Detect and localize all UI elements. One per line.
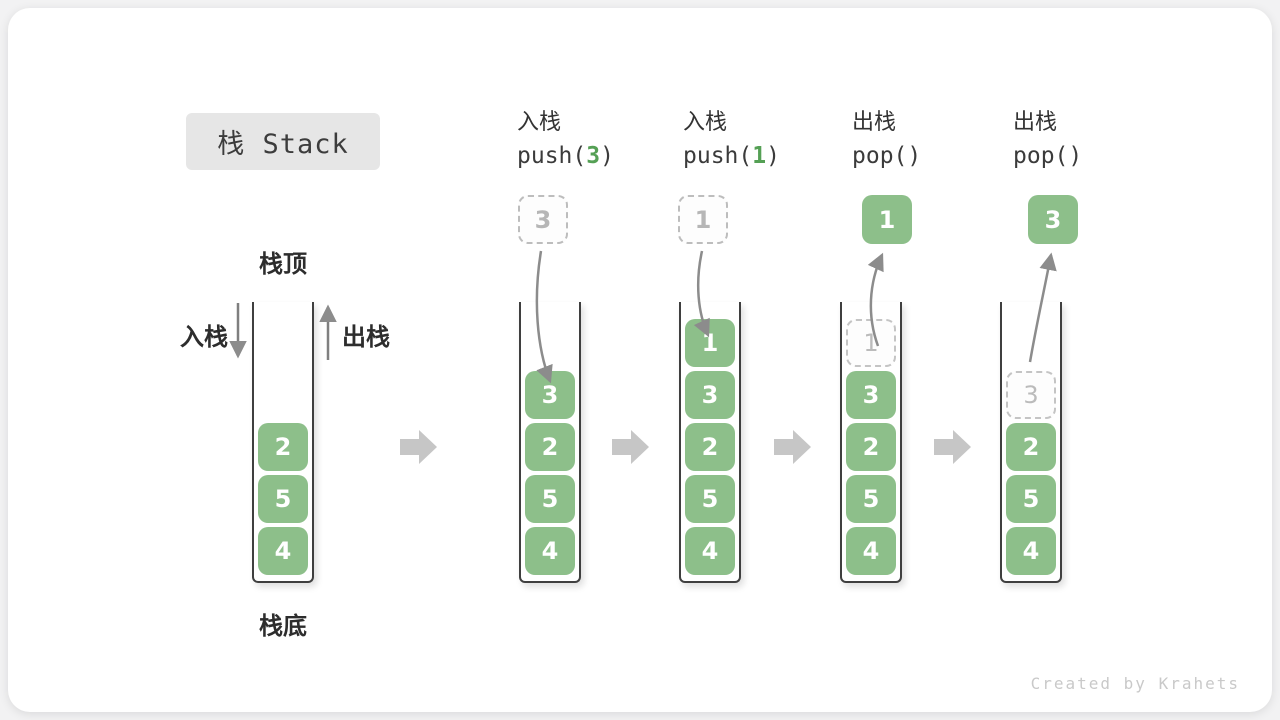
- step-chevron-icon: [400, 430, 437, 464]
- stack-item: 3: [685, 371, 735, 419]
- code-argument: 3: [586, 143, 601, 169]
- stack-top-label: 栈顶: [259, 250, 307, 278]
- push-value-box: 3: [518, 195, 568, 244]
- step-chevron-icon: [774, 430, 811, 464]
- stack-item: 1: [685, 319, 735, 367]
- stack-item-ghost: 1: [846, 319, 896, 367]
- stack-item: 4: [258, 527, 308, 575]
- step-code: pop(): [1013, 143, 1083, 169]
- title-badge: 栈 Stack: [186, 113, 380, 170]
- step-label: 入栈: [517, 110, 562, 135]
- stack-item: 4: [846, 527, 896, 575]
- step-header-pop3: 出栈 pop(): [1013, 106, 1183, 173]
- step-code: pop(): [852, 143, 922, 169]
- stack-item: 4: [525, 527, 575, 575]
- step-chevron-icon: [612, 430, 649, 464]
- stack-item: 4: [685, 527, 735, 575]
- stack-item: 5: [685, 475, 735, 523]
- push-side-label: 入栈: [180, 323, 228, 351]
- popped-value-box: 3: [1028, 195, 1078, 244]
- code-argument: 1: [752, 143, 767, 169]
- stack-item: 3: [846, 371, 896, 419]
- stack-item: 5: [525, 475, 575, 523]
- step-header-pop1: 出栈 pop(): [852, 106, 1022, 173]
- stack-item: 2: [685, 423, 735, 471]
- stack-item-ghost: 3: [1006, 371, 1056, 419]
- step-code: push(1): [683, 143, 780, 169]
- stack-item: 5: [258, 475, 308, 523]
- step-code: push(3): [517, 143, 614, 169]
- stack-bottom-label: 栈底: [259, 612, 307, 640]
- step-header-push1: 入栈 push(1): [683, 106, 853, 173]
- watermark: Created by Krahets: [1030, 674, 1240, 693]
- pop-side-label: 出栈: [342, 323, 390, 351]
- step-label: 入栈: [683, 110, 728, 135]
- stack-item: 2: [258, 423, 308, 471]
- step-header-push3: 入栈 push(3): [517, 106, 687, 173]
- title-text: 栈 Stack: [217, 129, 349, 160]
- stack-item: 5: [1006, 475, 1056, 523]
- popped-value-box: 1: [862, 195, 912, 244]
- stack-item: 2: [525, 423, 575, 471]
- stack-item: 2: [846, 423, 896, 471]
- stack-item: 4: [1006, 527, 1056, 575]
- step-label: 出栈: [1013, 110, 1058, 135]
- step-label: 出栈: [852, 110, 897, 135]
- push-value-box: 1: [678, 195, 728, 244]
- stack-item: 5: [846, 475, 896, 523]
- stack-item: 2: [1006, 423, 1056, 471]
- stack-item: 3: [525, 371, 575, 419]
- step-chevron-icon: [934, 430, 971, 464]
